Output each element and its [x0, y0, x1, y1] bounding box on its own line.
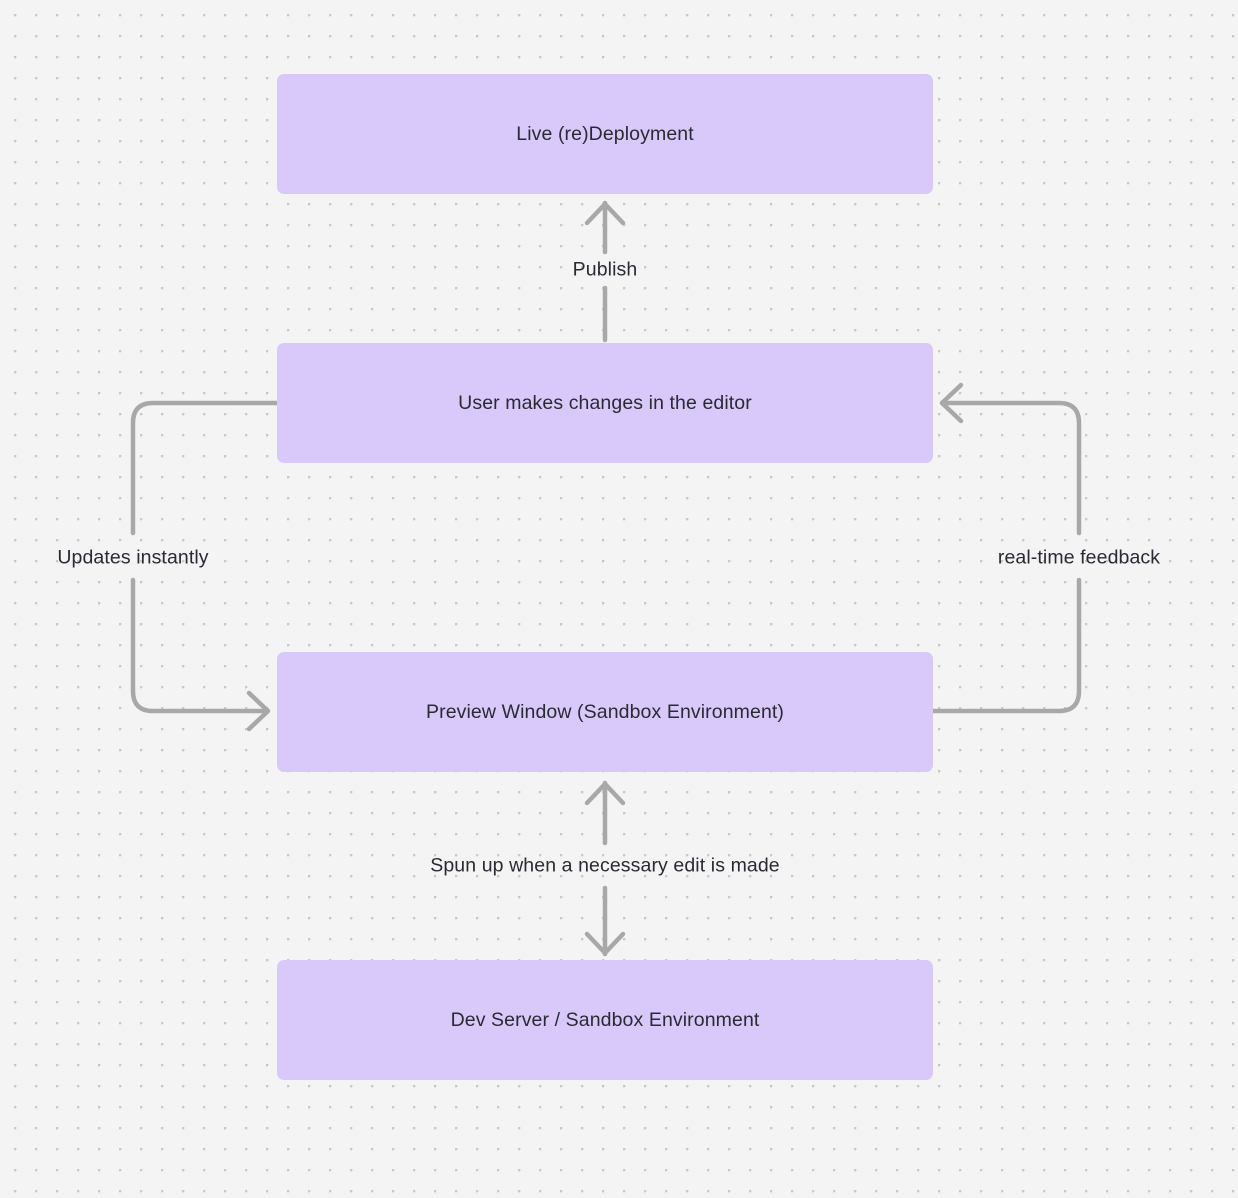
node-preview-window-label: Preview Window (Sandbox Environment) — [426, 700, 784, 723]
edge-real-time-feedback-lower-segment — [930, 577, 1082, 714]
edge-publish-arrowhead-icon — [584, 201, 626, 226]
node-dev-server[interactable]: Dev Server / Sandbox Environment — [277, 960, 933, 1080]
edge-label-updates-instantly: Updates instantly — [57, 546, 209, 569]
edge-label-spun-up: Spun up when a necessary edit is made — [430, 854, 780, 877]
node-user-edits[interactable]: User makes changes in the editor — [277, 343, 933, 463]
node-live-deployment-label: Live (re)Deployment — [516, 122, 694, 145]
node-preview-window[interactable]: Preview Window (Sandbox Environment) — [277, 652, 933, 772]
edge-real-time-feedback-arrowhead-icon — [939, 382, 964, 424]
edge-updates-instantly-upper-segment — [130, 400, 280, 536]
node-user-edits-label: User makes changes in the editor — [458, 391, 752, 414]
edge-updates-instantly-lower-segment — [130, 577, 269, 714]
edge-label-publish: Publish — [572, 258, 638, 281]
edge-updates-instantly-arrowhead-icon — [246, 690, 271, 732]
edge-real-time-feedback-upper-segment — [941, 400, 1082, 536]
node-dev-server-label: Dev Server / Sandbox Environment — [450, 1008, 760, 1031]
edge-label-real-time-feedback: real-time feedback — [997, 546, 1161, 569]
edge-spun-up-up-arrowhead-icon — [584, 781, 626, 806]
node-live-deployment[interactable]: Live (re)Deployment — [277, 74, 933, 194]
edge-spun-up-down-arrowhead-icon — [584, 931, 626, 956]
